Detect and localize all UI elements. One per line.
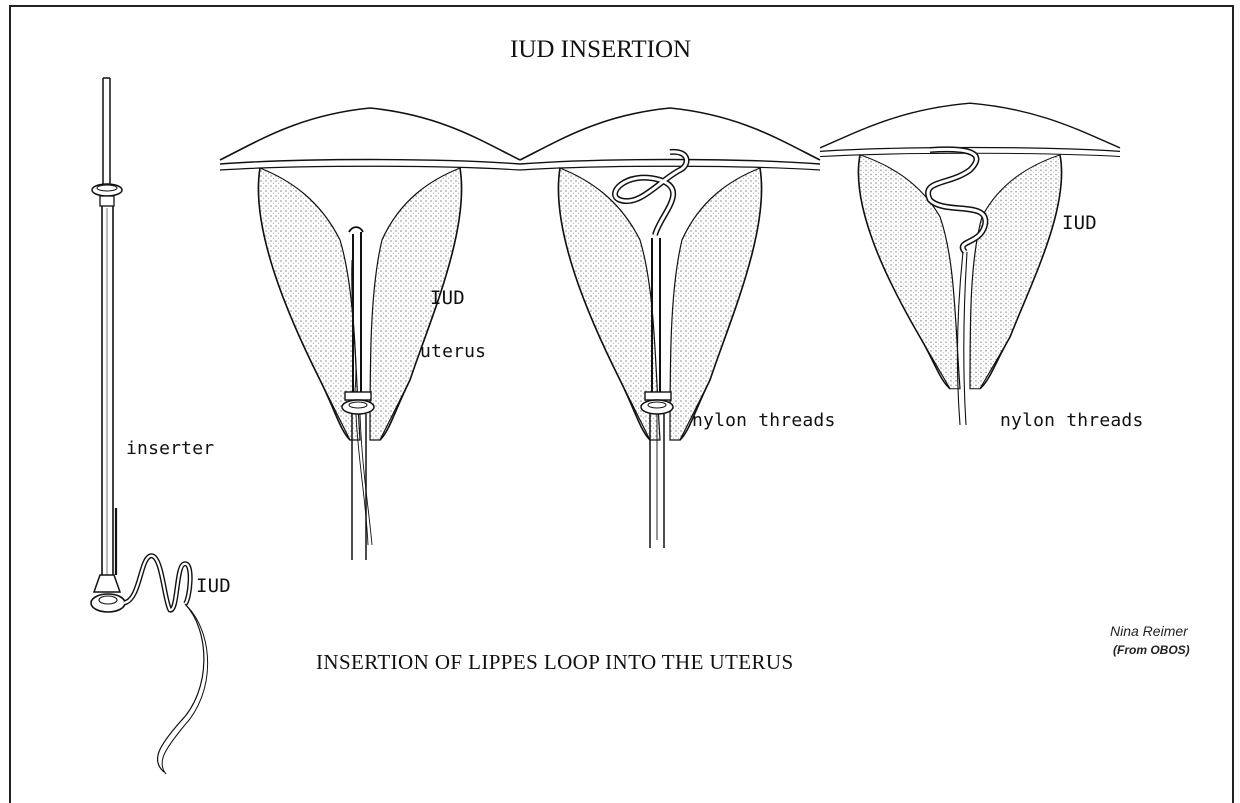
step1-uterus-label: uterus <box>420 341 486 362</box>
inserter-iud-label: IUD <box>196 575 231 597</box>
uterus-step-3 <box>820 103 1120 425</box>
step1-iud-label: IUD <box>430 287 465 309</box>
step3-threads-label: nylon threads <box>1000 410 1143 431</box>
artist-credit: Nina Reimer <box>1110 623 1188 639</box>
source-credit: (From OBOS) <box>1113 643 1190 657</box>
diagram-caption: INSERTION OF LIPPES LOOP INTO THE UTERUS <box>316 650 794 675</box>
inserter-illustration <box>91 78 208 774</box>
step2-threads-label: nylon threads <box>692 410 835 431</box>
inserter-label: inserter <box>126 438 214 459</box>
step3-iud-label: IUD <box>1062 212 1097 234</box>
uterus-step-2 <box>520 108 820 548</box>
diagram-title: IUD INSERTION <box>510 36 691 64</box>
uterus-step-1 <box>220 108 520 560</box>
